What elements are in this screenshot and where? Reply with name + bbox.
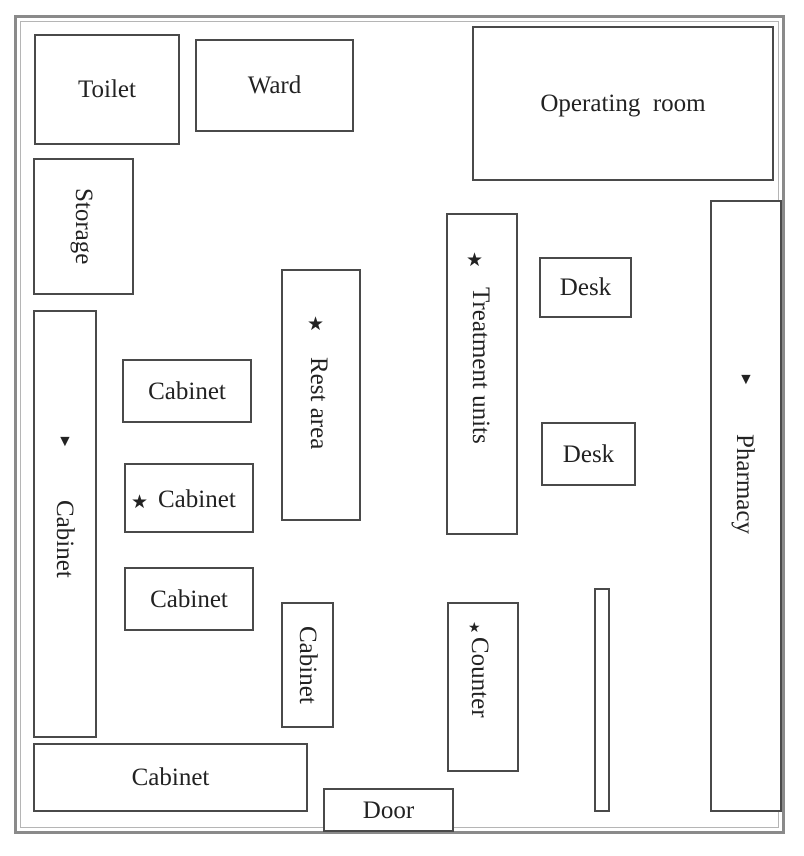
cabinet-small-vertical-label: Cabinet [294, 626, 321, 704]
cabinet-1: Cabinet [122, 359, 252, 423]
cabinet-2: ★ Cabinet [124, 463, 254, 533]
room-ward-label: Ward [247, 72, 302, 99]
pharmacy-label: Pharmacy [731, 434, 758, 534]
cabinet-3: Cabinet [124, 567, 254, 631]
rest-area: ★ Rest area [281, 269, 361, 521]
desk-2: Desk [541, 422, 636, 486]
star-marker-icon: ★ [307, 314, 325, 335]
cabinet-left-tall: ▼ Cabinet [33, 310, 97, 738]
down-triangle-marker-icon: ▼ [738, 371, 754, 388]
desk-1: Desk [539, 257, 632, 318]
cabinet-bottom: Cabinet [33, 743, 308, 812]
treatment-units: ★ Treatment units [446, 213, 518, 535]
room-storage-label: Storage [70, 188, 97, 265]
door-label: Door [362, 796, 415, 824]
cabinet-1-label: Cabinet [148, 377, 226, 405]
cabinet-3-label: Cabinet [150, 585, 228, 613]
cabinet-left-tall-label: Cabinet [51, 500, 78, 578]
rest-area-label: Rest area [305, 357, 332, 450]
pharmacy: ▼ Pharmacy [710, 200, 782, 812]
room-ward: Ward [195, 39, 354, 132]
cabinet-bottom-label: Cabinet [131, 764, 210, 791]
room-toilet: Toilet [34, 34, 180, 145]
narrow-partition [594, 588, 610, 812]
star-marker-icon: ★ [131, 492, 149, 513]
counter-label: Counter [466, 637, 493, 718]
room-operating: Operating room [472, 26, 774, 181]
room-storage: Storage [33, 158, 134, 295]
desk-1-label: Desk [559, 274, 612, 301]
star-marker-icon: ★ [466, 250, 484, 271]
door: Door [323, 788, 454, 832]
cabinet-small-vertical: Cabinet [281, 602, 334, 728]
room-operating-label: Operating room [540, 90, 706, 117]
desk-2-label: Desk [562, 440, 615, 468]
treatment-units-label: Treatment units [467, 287, 494, 444]
cabinet-2-label: Cabinet [158, 486, 236, 513]
counter: ★ Counter [447, 602, 519, 772]
down-triangle-marker-icon: ▼ [57, 433, 73, 450]
room-toilet-label: Toilet [78, 76, 136, 103]
small-star-marker-icon: ★ [468, 621, 481, 636]
